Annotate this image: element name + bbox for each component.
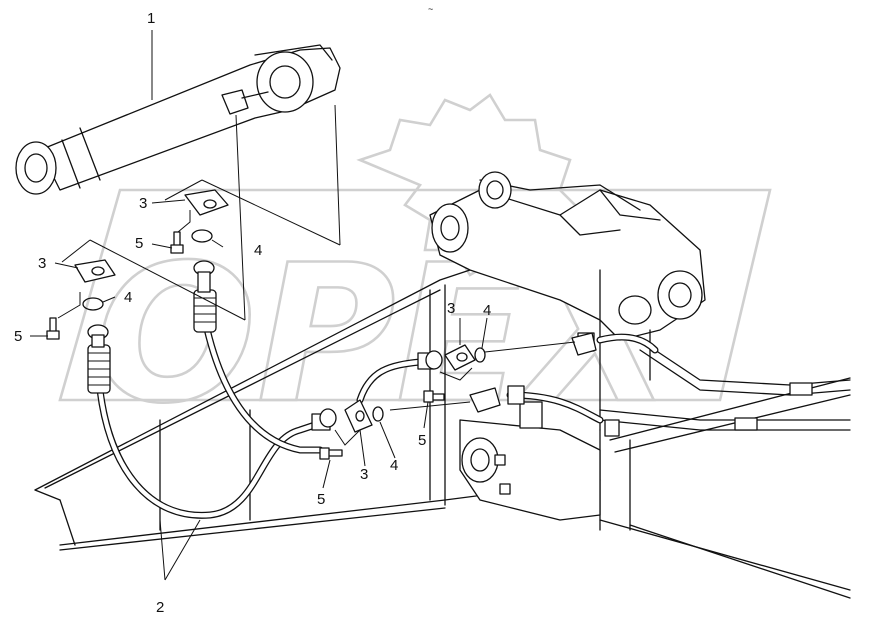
callout-4: 4 xyxy=(390,457,398,474)
callout-2: 2 xyxy=(156,599,164,616)
bolt-part-5 xyxy=(49,317,57,333)
callout-3: 3 xyxy=(360,466,368,483)
leader-lines xyxy=(30,30,576,581)
o-ring-part-4 xyxy=(372,406,384,422)
bolt-part-5 xyxy=(431,393,445,401)
flange-part-3 xyxy=(74,259,116,283)
flange-part-3 xyxy=(469,387,501,413)
fittings-hardware xyxy=(46,189,597,460)
o-ring-part-4 xyxy=(82,297,104,311)
flange-part-3 xyxy=(571,332,597,356)
bolt-part-5 xyxy=(327,449,343,457)
callout-3: 3 xyxy=(38,255,46,272)
callout-5: 5 xyxy=(317,491,325,508)
callout-5: 5 xyxy=(135,235,143,252)
flange-part-3 xyxy=(344,399,373,433)
hydraulic-cylinder xyxy=(15,44,341,195)
callout-4: 4 xyxy=(483,302,491,319)
hose-assembly xyxy=(87,260,659,519)
callout-labels: 1 2 3 3 3 3 4 4 4 4 5 5 5 5 ~ xyxy=(14,4,491,616)
o-ring-part-4 xyxy=(191,229,213,243)
callout-4: 4 xyxy=(124,289,132,306)
bolt-part-5 xyxy=(173,231,181,247)
flange-part-3 xyxy=(184,189,229,216)
watermark-frame xyxy=(58,188,772,402)
flange-part-3 xyxy=(444,344,476,371)
corner-mark: ~ xyxy=(428,4,433,14)
callout-3: 3 xyxy=(139,195,147,212)
callout-5: 5 xyxy=(14,328,22,345)
callout-4: 4 xyxy=(254,242,262,259)
callout-5: 5 xyxy=(418,432,426,449)
boom-structure xyxy=(34,171,851,599)
callout-3: 3 xyxy=(447,300,455,317)
o-ring-part-4 xyxy=(474,347,486,363)
callout-1: 1 xyxy=(147,10,155,27)
